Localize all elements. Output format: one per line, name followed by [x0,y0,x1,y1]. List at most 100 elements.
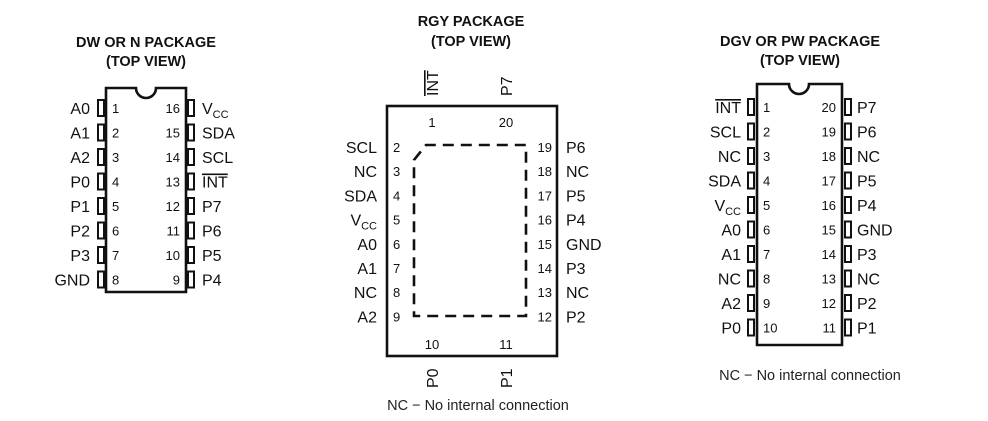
pin-number: 15 [538,237,552,252]
pin-lead [187,172,195,191]
pin-name-vcc: VCC [350,213,377,233]
pin-number: 7 [112,248,119,263]
pin-lead [187,246,195,264]
pin-number: 13 [538,285,552,300]
pin-number: 17 [538,188,552,203]
pin-number: 4 [393,188,400,203]
pin-name-p6: P6 [566,140,586,157]
pin-number: 5 [112,199,119,214]
dw-package-body [104,86,188,294]
pin-lead [844,122,852,141]
pin-name-vcc: VCC [714,198,741,218]
dgv-nc-note: NC − No internal connection [719,368,901,384]
pin-name-nc: NC [566,285,589,302]
pin-number: 8 [112,273,119,288]
pin-number: 10 [166,248,180,263]
pin-name-sda: SDA [708,174,741,191]
pin-name-nc: NC [857,272,880,289]
pin-lead [747,98,755,116]
pin-name-scl: SCL [346,140,377,157]
pin-name-p1: P1 [70,199,90,216]
pin-lead [187,197,195,215]
pin-name-p4: P4 [857,198,877,215]
pin-name-p6: P6 [857,125,877,142]
dgv-pin-16: P4 16 [822,196,877,215]
dw-pin-12: P7 12 [166,197,222,216]
dw-pin-8: GND 8 [54,270,119,290]
rgy-package-subtitle: (TOP VIEW) [431,34,511,50]
pin-name-nc: NC [857,149,880,166]
pin-name-int: INT [715,100,741,117]
pin-lead [97,246,105,264]
pin-number: 9 [393,309,400,324]
pin-lead [747,294,755,312]
pin-lead [187,99,195,117]
pin-name-p2: P2 [857,296,877,313]
pin-lead [747,269,755,288]
pin-number: 8 [763,272,770,287]
dgv-package-body [755,82,844,347]
pin-number: 18 [538,164,552,179]
pin-name-gnd: GND [857,223,893,240]
rgy-pin-13: NC 13 [538,285,590,302]
rgy-pin-2: SCL 2 [346,140,400,157]
pin-number: 2 [393,140,400,155]
pin-name-a0: A0 [70,101,90,118]
pin-name-p6: P6 [202,224,222,241]
pin-number: 16 [822,198,836,213]
dgv-pin-12: P2 12 [822,294,877,313]
pin-name-p0: P0 [425,368,442,388]
pin-name-gnd: GND [566,237,602,254]
pin-name-p5: P5 [202,248,222,265]
pin-number: 15 [166,126,180,141]
pin-number: 12 [822,296,836,311]
pin-lead [844,98,852,116]
dgv-pin-5: VCC 5 [714,196,770,218]
dw-pin-9: P49 [173,270,222,290]
pin-number: 12 [166,199,180,214]
pin-lead [747,147,755,165]
dw-package-title: DW OR N PACKAGE [76,35,216,51]
pin-name-p7: P7 [202,199,222,216]
pin-number: 2 [112,126,119,141]
pin-name-p5: P5 [857,174,877,191]
pin-name-nc: NC [354,164,377,181]
pin-name-p4: P4 [566,213,586,230]
pin-lead [187,123,195,142]
pin-number: 11 [167,224,181,239]
pin-name-gnd: GND [54,273,90,290]
pin-lead [187,270,195,289]
pin-lead [97,270,105,289]
dgv-right-pins: P720P619NC18P517P416GND15P314NC13P212P11… [822,98,893,338]
pin-number: 3 [393,164,400,179]
pin-name-a2: A2 [70,150,90,167]
dgv-package-title: DGV OR PW PACKAGE [720,34,880,50]
dw-pin-10: P5 10 [166,246,222,265]
pin-number: 5 [763,198,770,213]
